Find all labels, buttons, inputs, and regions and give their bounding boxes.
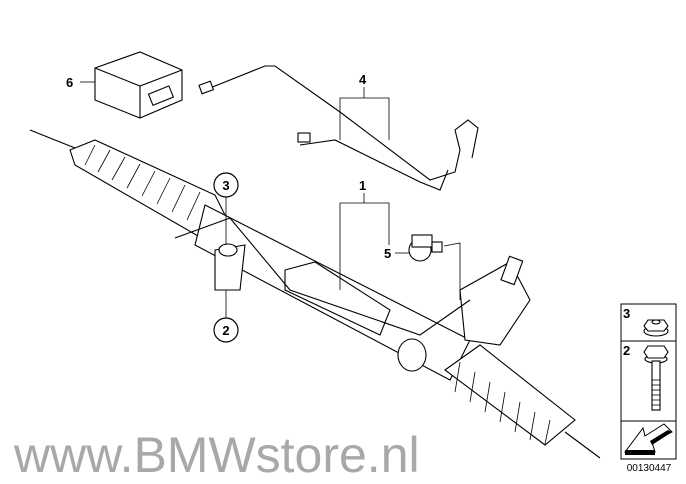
- legend-number-3: 3: [623, 306, 630, 321]
- callout-1: 1: [359, 178, 366, 193]
- callout-circle-3: [213, 172, 239, 198]
- nut-icon[interactable]: [643, 319, 669, 337]
- callout-3: 3: [222, 178, 229, 193]
- callout-2: 2: [222, 323, 229, 338]
- callout-circle-2: [213, 317, 239, 343]
- steering-gear-part[interactable]: [29, 129, 601, 459]
- callout-5: 5: [384, 246, 391, 261]
- bolt-icon[interactable]: [643, 345, 669, 411]
- direction-arrow-icon: [624, 423, 673, 455]
- legend-number-2: 2: [623, 343, 630, 358]
- valve-part[interactable]: [408, 234, 443, 262]
- control-unit-part[interactable]: [94, 51, 183, 119]
- diagram-id: 00130447: [627, 463, 672, 474]
- pressure-pipes-part[interactable]: [198, 65, 479, 191]
- callout-6: 6: [66, 75, 73, 90]
- parts-legend: 3 2 00130447: [620, 303, 677, 474]
- callout-4: 4: [359, 72, 367, 87]
- watermark: www.BMWstore.nl: [13, 427, 420, 483]
